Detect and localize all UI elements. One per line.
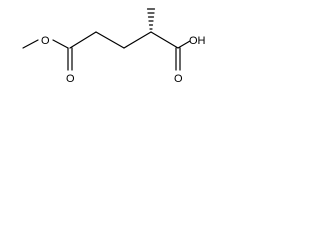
- molecule-diagram: O O O OH: [22, 8, 206, 85]
- chain-bond-3: [123, 31, 152, 49]
- methyl-bond: [22, 39, 39, 49]
- acid-c-bond: [150, 31, 179, 49]
- structure-canvas: O O O OH: [0, 0, 225, 97]
- hashed-wedge-methyl: [146, 8, 156, 30]
- chain-bond-1: [69, 31, 97, 49]
- acid-oh-bond: [177, 40, 191, 49]
- ester-o-left-label: O: [41, 35, 50, 47]
- acid-oh-label: OH: [189, 35, 206, 47]
- ester-o-c-bond: [52, 39, 69, 49]
- ester-o-double-label: O: [66, 73, 75, 85]
- chain-bond-2: [95, 31, 125, 49]
- acid-o-double-label: O: [174, 73, 183, 85]
